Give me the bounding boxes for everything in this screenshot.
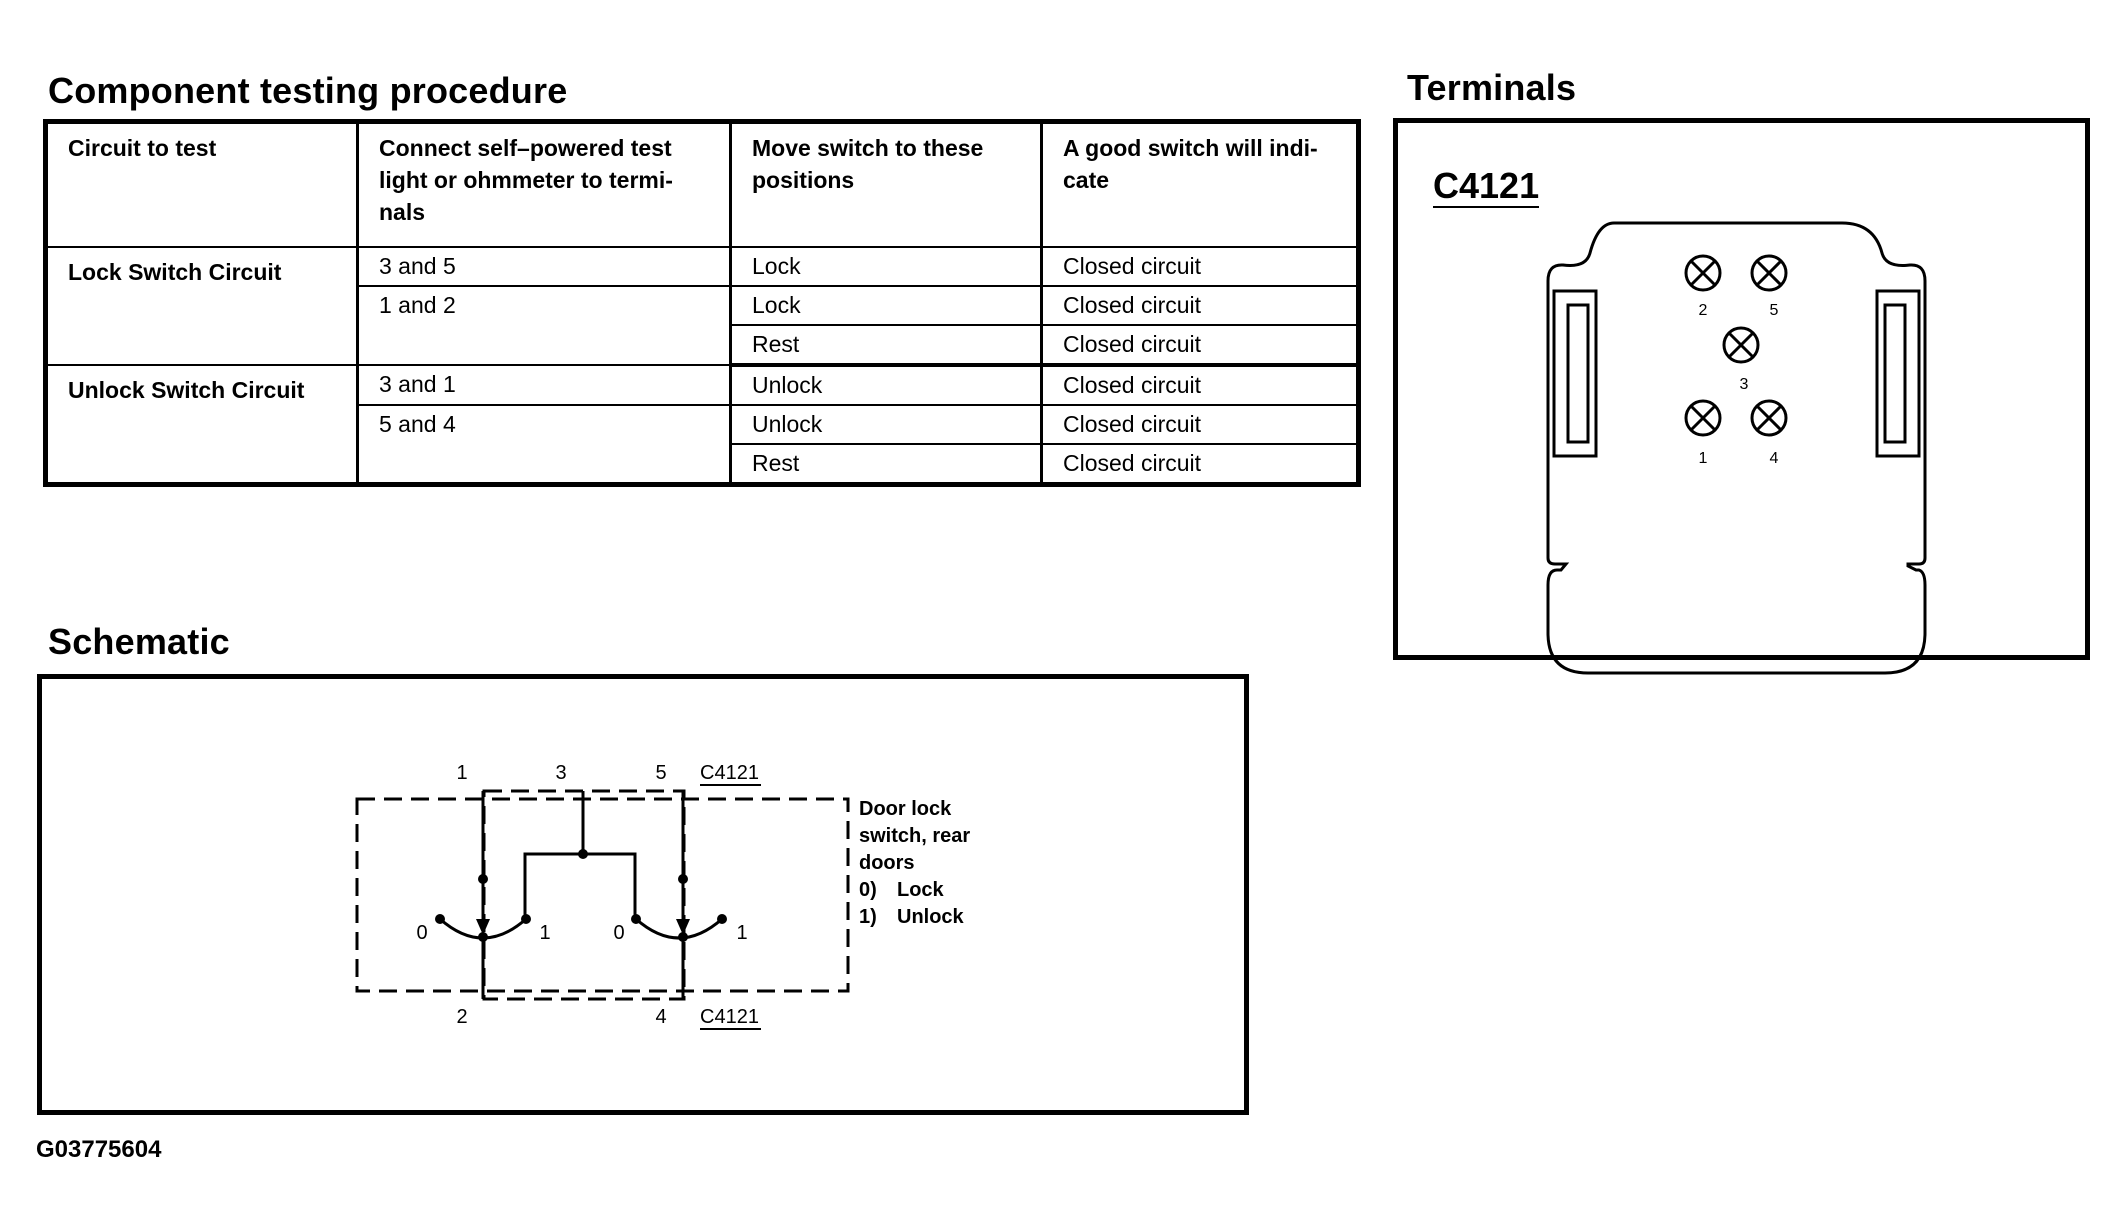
pin-number: 2 — [1699, 302, 1708, 319]
contact-dot — [578, 849, 588, 859]
switch-legend: Door lock switch, rear doors 0) Lock 1) … — [859, 798, 970, 928]
connector-ref-bottom: C4121 — [700, 1006, 759, 1028]
right-latch — [1875, 289, 1921, 458]
terminal-number: 1 — [456, 762, 467, 784]
result-cell: Closed circuit — [1040, 443, 1360, 486]
contact-dot — [478, 932, 488, 942]
schematic-panel: 1 3 5 2 4 C4121 C4121 0 1 0 1 Door lock … — [37, 674, 1249, 1115]
table-row: Rest Closed circuit — [46, 443, 1360, 486]
result-cell: Closed circuit — [1040, 324, 1360, 367]
position-cell: Rest — [729, 324, 1043, 367]
contact-dot — [717, 914, 727, 924]
terminals-cell: 3 and 1 — [356, 364, 732, 406]
header-positions: Move switch to these positions — [729, 120, 1043, 248]
switch-boundary — [355, 797, 850, 993]
schematic-title: Schematic — [48, 621, 230, 662]
result-cell: Closed circuit — [1040, 404, 1360, 445]
terminal-number: 3 — [555, 762, 566, 784]
pin-1 — [1684, 399, 1722, 437]
header-terminals: Connect self–powered test light or ohmme… — [356, 120, 732, 248]
pin-4 — [1750, 399, 1788, 437]
connector-ref-top: C4121 — [700, 762, 759, 784]
terminal-number: 5 — [655, 762, 666, 784]
terminal-number: 2 — [456, 1006, 467, 1028]
table-row: 5 and 4 Unlock Closed circuit — [46, 404, 1360, 486]
legend-line: doors — [859, 852, 915, 874]
contact-dot — [521, 914, 531, 924]
table-row: Lock Switch Circuit 3 and 5 Lock Closed … — [44, 246, 1360, 366]
contact-dot — [435, 914, 445, 924]
terminals-title: Terminals — [1407, 67, 1577, 108]
position-cell: Unlock — [729, 364, 1043, 406]
terminals-cell: 1 and 2 — [356, 285, 732, 366]
legend-line: Door lock — [859, 798, 952, 820]
contact-dot — [478, 874, 488, 884]
pin-number: 3 — [1740, 376, 1749, 393]
position-label: 0 — [613, 922, 624, 944]
terminals-cell: 3 and 5 — [356, 246, 732, 287]
legend-line: switch, rear — [859, 825, 970, 847]
position-cell: Unlock — [729, 404, 1043, 445]
legend-value: Unlock — [897, 906, 965, 928]
terminals-panel: C4121 2 5 3 1 4 — [1393, 118, 2090, 675]
connector-face-diagram: C4121 2 5 3 1 4 — [1433, 165, 1927, 675]
right-switch-arrow — [676, 919, 690, 935]
connector-label: C4121 — [1433, 165, 1539, 206]
procedure-title: Component testing procedure — [48, 70, 568, 111]
result-cell: Closed circuit — [1040, 285, 1360, 326]
common-bus — [523, 852, 637, 919]
pin-2 — [1684, 254, 1722, 292]
header-circuit: Circuit to test — [44, 120, 359, 248]
connector-housing — [1546, 221, 1927, 675]
switch-schematic: 1 3 5 2 4 C4121 C4121 0 1 0 1 Door lock … — [355, 762, 970, 1030]
figure-id: G03775604 — [36, 1136, 162, 1163]
pin-number: 1 — [1699, 450, 1708, 467]
position-cell: Rest — [729, 443, 1043, 486]
terminal-number: 4 — [655, 1006, 666, 1028]
left-switch-arrow — [476, 919, 490, 935]
table-header-row: Circuit to test Connect self–powered tes… — [44, 120, 1360, 248]
position-cell: Lock — [729, 285, 1043, 326]
terminals-cell: 5 and 4 — [356, 404, 732, 486]
legend-key: 0) — [859, 879, 877, 901]
circuit-cell: Lock Switch Circuit — [44, 246, 359, 366]
left-latch — [1552, 289, 1598, 458]
header-result: A good switch will indi-cate — [1040, 120, 1360, 248]
circuit-cell: Unlock Switch Circuit — [44, 364, 359, 486]
position-cell: Lock — [729, 246, 1043, 287]
legend-key: 1) — [859, 906, 877, 928]
pin-number: 5 — [1770, 302, 1779, 319]
result-cell: Closed circuit — [1040, 246, 1360, 287]
position-label: 1 — [736, 922, 747, 944]
contact-dot — [678, 932, 688, 942]
contact-dot — [678, 874, 688, 884]
table-row: Unlock Switch Circuit 3 and 1 Unlock Clo… — [44, 364, 1360, 486]
pin-3 — [1722, 326, 1760, 364]
pin-5 — [1750, 254, 1788, 292]
table-row: Rest Closed circuit — [46, 324, 1360, 367]
component-testing-table: Circuit to test Connect self–powered tes… — [43, 119, 1361, 487]
result-cell: Closed circuit — [1040, 364, 1360, 406]
contact-dot — [631, 914, 641, 924]
legend-value: Lock — [897, 879, 945, 901]
table-row: 1 and 2 Lock Closed circuit — [46, 285, 1360, 366]
position-label: 1 — [539, 922, 550, 944]
pin-number: 4 — [1770, 450, 1779, 467]
position-label: 0 — [416, 922, 427, 944]
